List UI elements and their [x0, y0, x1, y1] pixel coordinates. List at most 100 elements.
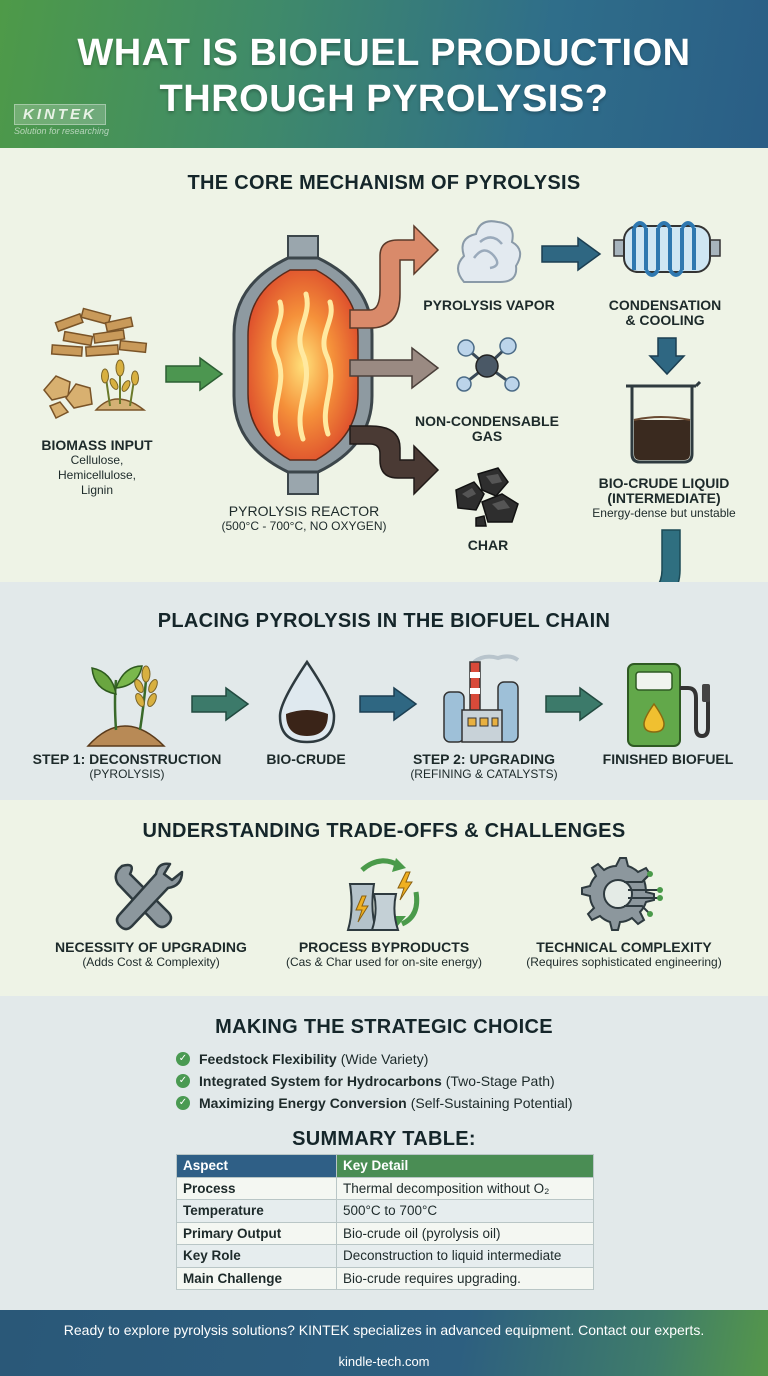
title-line-1: WHAT IS BIOFUEL PRODUCTION [77, 32, 691, 74]
table-cell-aspect: Primary Output [176, 1221, 337, 1245]
biocrude-liquid-label: BIO-CRUDE LIQUID (INTERMEDIATE) Energy-d… [574, 476, 754, 521]
biomass-sub-1: Cellulose, [70, 453, 124, 467]
table-row: Temperature 500°C to 700°C [176, 1199, 594, 1223]
step1-sub: (PYROLYSIS) [89, 767, 165, 781]
title-line-2: THROUGH PYROLYSIS? [159, 78, 609, 120]
oil-drop-icon [278, 659, 336, 744]
arrow-right-icon [545, 686, 604, 722]
reactor-sub: (500°C - 700°C, NO OXYGEN) [221, 519, 387, 533]
tradeoff-2-sub: (Cas & Char used for on-site energy) [285, 955, 483, 969]
step1-label: STEP 1: DECONSTRUCTION (PYROLYSIS) [22, 752, 232, 782]
check-icon: ✓ [176, 1096, 190, 1110]
check-2-bold: Integrated System for Hydrocarbons [199, 1073, 442, 1089]
footer-url-link[interactable]: kindle-tech.com [338, 1354, 430, 1369]
table-row: Primary Output Bio-crude oil (pyrolysis … [176, 1221, 594, 1245]
tradeoff-3: TECHNICAL COMPLEXITY (Requires sophistic… [506, 940, 742, 970]
step2-title: STEP 2: UPGRADING [412, 751, 556, 767]
reactor-title: PYROLYSIS REACTOR [228, 503, 380, 519]
check-1-rest: (Wide Variety) [340, 1051, 429, 1067]
step2-sub: (REFINING & CATALYSTS) [410, 767, 558, 781]
condense-line-2: & COOLING [625, 312, 705, 328]
check-3-bold: Maximizing Energy Conversion [199, 1095, 407, 1111]
strategic-checklist: ✓ Feedstock Flexibility (Wide Variety) ✓… [176, 1048, 573, 1114]
arrow-right-icon [359, 686, 418, 722]
table-row: Process Thermal decomposition without O₂ [176, 1176, 594, 1200]
vapor-label: PYROLYSIS VAPOR [423, 297, 555, 313]
table-cell-aspect: Process [176, 1176, 337, 1200]
gas-line-2: GAS [471, 428, 503, 444]
table-row: Key Role Deconstruction to liquid interm… [176, 1244, 594, 1268]
biocrude-line-2: (INTERMEDIATE) [607, 490, 721, 506]
step1-title: STEP 1: DECONSTRUCTION [32, 751, 222, 767]
table-cell-detail: Thermal decomposition without O₂ [336, 1176, 594, 1200]
power-plant-recycle-icon [346, 858, 420, 931]
mechanism-heading: THE CORE MECHANISM OF PYROLYSIS [187, 172, 581, 194]
chain-biocrude-label: BIO-CRUDE [266, 751, 346, 767]
tradeoff-1-title: NECESSITY OF UPGRADING [55, 939, 247, 955]
logo-brand: KINTEK [14, 104, 106, 125]
condenser-icon [613, 221, 721, 277]
biomass-icon [43, 307, 148, 420]
table-cell-aspect: Main Challenge [176, 1266, 337, 1290]
biomass-title: BIOMASS INPUT [41, 437, 153, 453]
gas-molecule-icon [456, 337, 520, 392]
tradeoff-1-sub: (Adds Cost & Complexity) [82, 955, 220, 969]
fuel-pump-icon [627, 663, 710, 747]
pyrolysis-reactor-icon [232, 235, 374, 495]
table-cell-aspect: Temperature [176, 1199, 337, 1223]
footer-banner: Ready to explore pyrolysis solutions? KI… [0, 1310, 768, 1376]
beaker-icon [626, 380, 702, 464]
arrow-right-icon [191, 686, 250, 722]
arrow-right-icon [541, 236, 602, 272]
table-row: Main Challenge Bio-crude requires upgrad… [176, 1266, 594, 1290]
strategic-heading: MAKING THE STRATEGIC CHOICE [215, 1016, 553, 1038]
table-header-row: Aspect Key Detail [176, 1154, 594, 1178]
biomass-label: BIOMASS INPUT Cellulose, Hemicellulose, … [22, 438, 172, 498]
table-cell-detail: Deconstruction to liquid intermediate [336, 1244, 594, 1268]
chain-heading: PLACING PYROLYSIS IN THE BIOFUEL CHAIN [157, 610, 611, 632]
summary-table: Aspect Key Detail Process Thermal decomp… [176, 1154, 594, 1290]
gas-line-1: NON-CONDENSABLE [415, 413, 559, 429]
condense-line-1: CONDENSATION [608, 297, 722, 313]
check-icon: ✓ [176, 1052, 190, 1066]
sprout-icon [86, 665, 166, 747]
tradeoff-2-title: PROCESS BYPRODUCTS [298, 939, 470, 955]
biomass-sub-2: Hemicellulose, [57, 468, 137, 482]
check-item-1: ✓ Feedstock Flexibility (Wide Variety) [176, 1048, 573, 1070]
arrow-right-icon [165, 356, 224, 392]
check-icon: ✓ [176, 1074, 190, 1088]
arrow-down-icon [648, 337, 686, 376]
vapor-cloud-icon [457, 220, 522, 283]
biomass-sub-3: Lignin [80, 483, 114, 497]
check-item-2: ✓ Integrated System for Hydrocarbons (Tw… [176, 1070, 573, 1092]
footer-cta: Ready to explore pyrolysis solutions? KI… [63, 1322, 705, 1338]
table-cell-detail: Bio-crude requires upgrading. [336, 1266, 594, 1290]
table-header-aspect: Aspect [176, 1154, 337, 1178]
gas-label: NON-CONDENSABLE GAS [404, 414, 570, 444]
header-banner: WHAT IS BIOFUEL PRODUCTION THROUGH PYROL… [0, 0, 768, 148]
tradeoffs-section: UNDERSTANDING TRADE-OFFS & CHALLENGES NE… [0, 800, 768, 996]
output-arrows [349, 224, 440, 496]
finished-biofuel-label: FINISHED BIOFUEL [602, 751, 734, 767]
check-3-rest: (Self-Sustaining Potential) [410, 1095, 573, 1111]
char-label: CHAR [467, 537, 509, 553]
biocrude-line-1: BIO-CRUDE LIQUID [598, 475, 730, 491]
check-item-3: ✓ Maximizing Energy Conversion (Self-Sus… [176, 1092, 573, 1114]
core-mechanism-section: THE CORE MECHANISM OF PYROLYSIS [0, 148, 768, 627]
wrench-icon [114, 862, 184, 931]
tradeoff-3-sub: (Requires sophisticated engineering) [526, 955, 722, 969]
page-title: WHAT IS BIOFUEL PRODUCTION THROUGH PYROL… [0, 30, 768, 122]
gear-circuit-icon [581, 857, 663, 931]
refinery-icon [443, 654, 520, 743]
table-cell-detail: Bio-crude oil (pyrolysis oil) [336, 1221, 594, 1245]
table-cell-detail: 500°C to 700°C [336, 1199, 594, 1223]
tradeoff-3-title: TECHNICAL COMPLEXITY [536, 939, 712, 955]
tradeoff-2: PROCESS BYPRODUCTS (Cas & Char used for … [268, 940, 500, 970]
summary-heading: SUMMARY TABLE: [292, 1128, 476, 1150]
biocrude-sub: Energy-dense but unstable [592, 506, 736, 520]
char-icon [455, 467, 519, 527]
table-cell-aspect: Key Role [176, 1244, 337, 1268]
table-header-detail: Key Detail [336, 1154, 594, 1178]
condensation-label: CONDENSATION & COOLING [590, 298, 740, 328]
check-2-rest: (Two-Stage Path) [445, 1073, 555, 1089]
